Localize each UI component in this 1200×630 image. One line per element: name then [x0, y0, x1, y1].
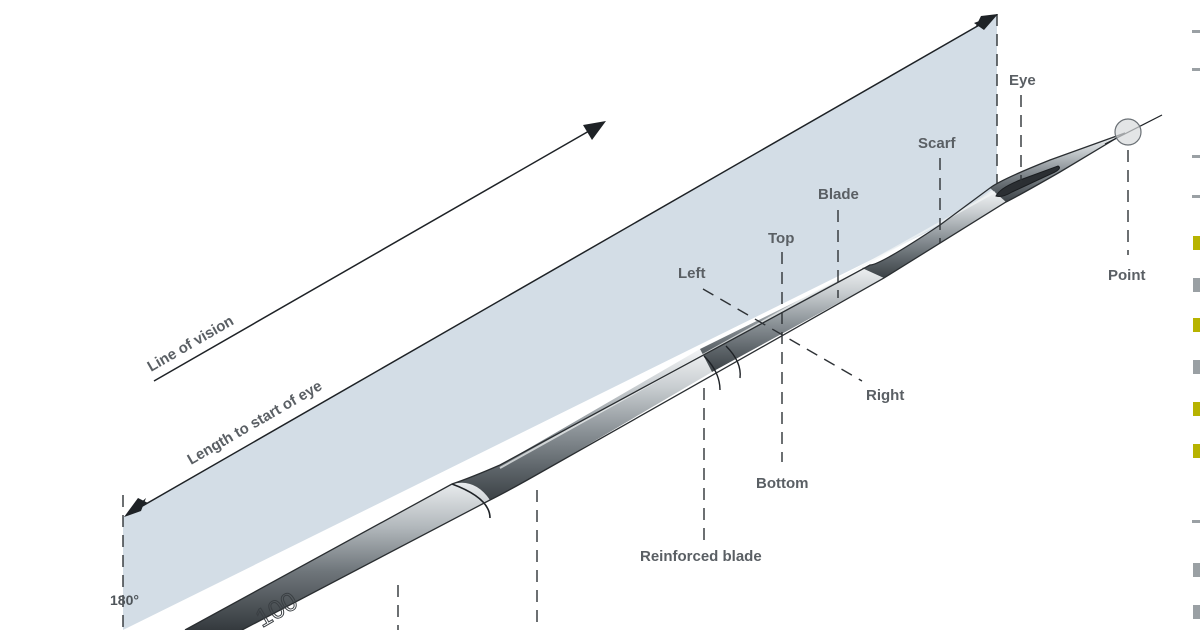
point-circle [1114, 118, 1142, 146]
reinforced-ring-2 [725, 345, 741, 379]
shank-ring [451, 483, 491, 519]
reinforced-blade-label: Reinforced blade [640, 548, 762, 565]
needle-shank [185, 482, 490, 630]
top-label: Top [768, 230, 794, 247]
eye-label: Eye [1009, 72, 1036, 89]
point-label: Point [1108, 267, 1146, 284]
length-arrowhead-left-tip [124, 498, 148, 517]
right-label: Right [866, 387, 904, 404]
length-to-eye-arrow-line [131, 19, 989, 513]
needle-top-edge [184, 132, 1126, 630]
needle-eye-slot [995, 165, 1060, 197]
blade-label: Blade [818, 186, 859, 203]
scarf-label: Scarf [918, 135, 957, 152]
cropped-edge-text [1192, 30, 1200, 619]
left-label: Left [678, 265, 706, 282]
needle-scarf-body [862, 190, 1006, 278]
needle-groove-highlight [499, 191, 996, 469]
angle-label: 180° [110, 592, 139, 608]
line-of-vision-label: Line of vision [145, 312, 237, 375]
length-arrowhead-right-tip [974, 14, 998, 30]
bottom-label: Bottom [756, 475, 809, 492]
line-of-vision-arrowhead [583, 121, 606, 140]
length-region-shading [123, 14, 997, 630]
line-of-vision-arrow-line [153, 126, 597, 382]
needle-bottom-edge [241, 132, 1126, 630]
